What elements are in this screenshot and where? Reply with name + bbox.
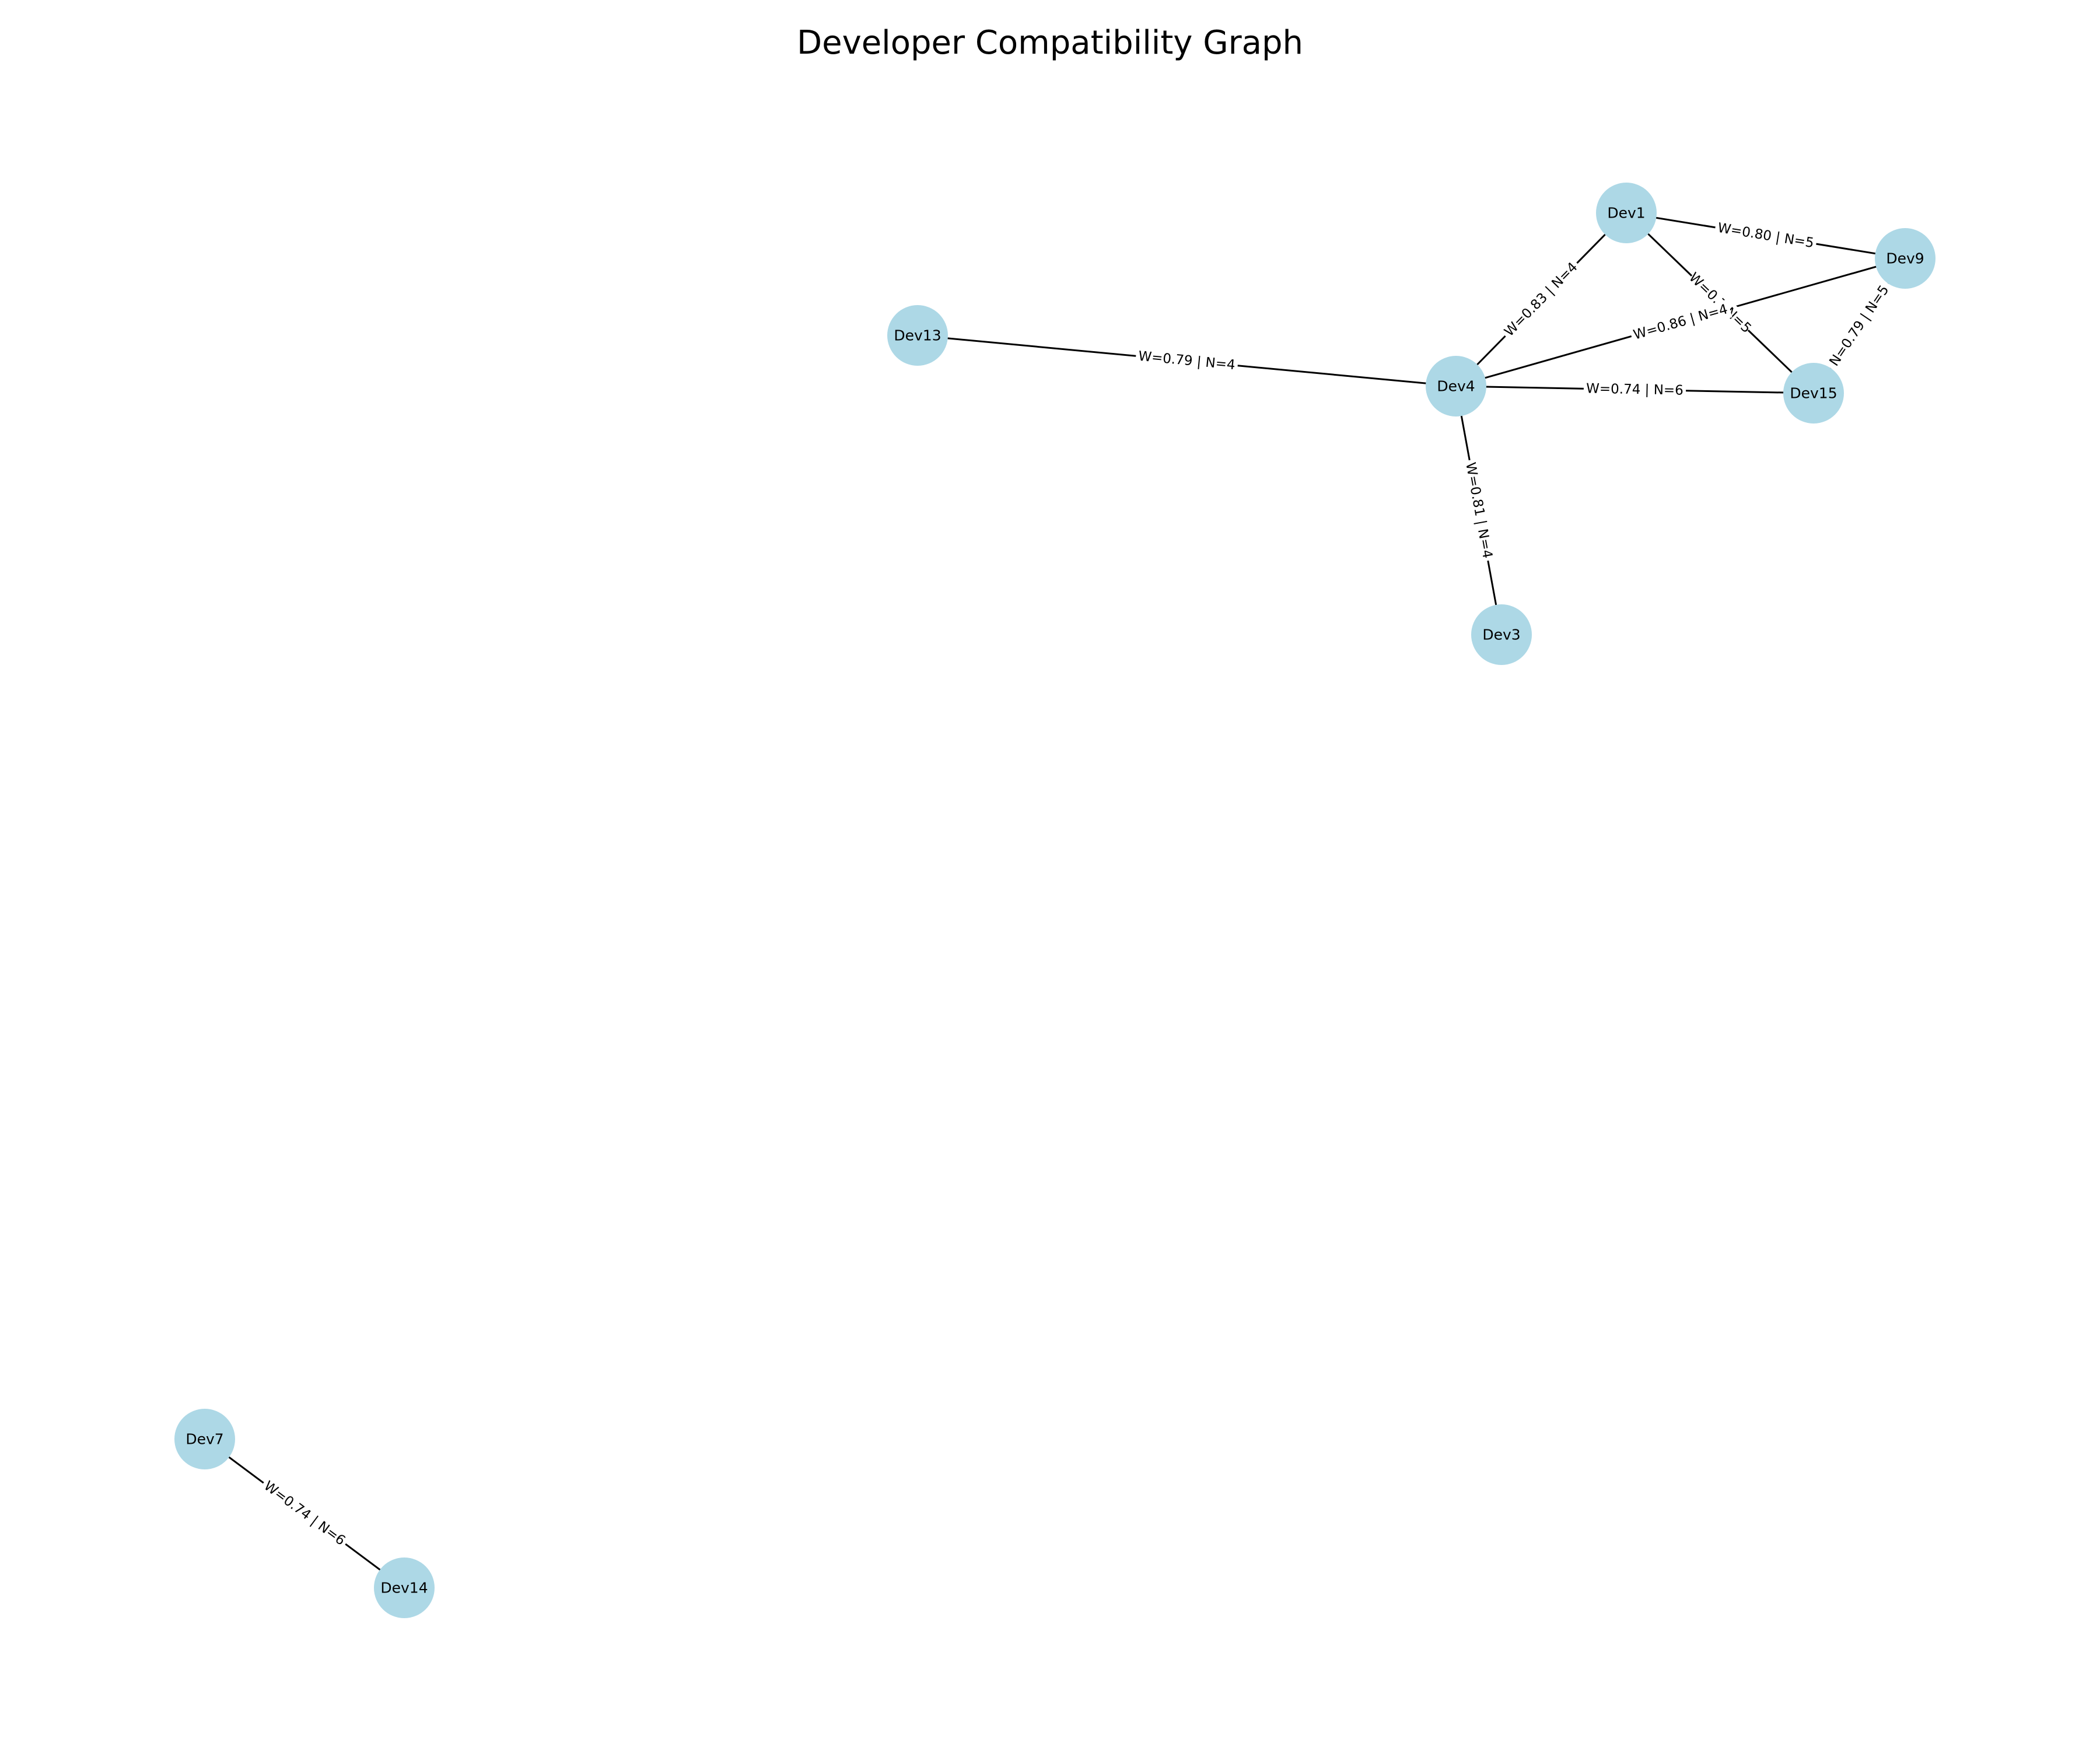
edge-label-group: W=0.74 | N=6 (258, 1475, 351, 1552)
graph-title: Developer Compatibility Graph (797, 24, 1303, 62)
node-circle (1875, 228, 1936, 289)
node-label: Dev13 (894, 327, 941, 344)
node-dev3: Dev3 (1471, 604, 1532, 665)
node-label: Dev1 (1607, 205, 1645, 222)
node-label: Dev9 (1886, 250, 1924, 267)
edge-label-background (1135, 346, 1239, 375)
node-circle (1783, 363, 1844, 424)
edge-label-group: W=0.83 | N=4 (1499, 256, 1584, 343)
edge-label-background (1460, 458, 1497, 563)
node-label: Dev4 (1437, 378, 1475, 395)
edge-label: W=0.86 | N=4 (1632, 302, 1729, 343)
node-dev1: Dev1 (1596, 183, 1657, 243)
edge-label-background (1823, 278, 1896, 373)
node-dev15: Dev15 (1783, 363, 1844, 424)
node-circle (1596, 183, 1657, 243)
edges-layer (204, 212, 1906, 1589)
node-dev14: Dev14 (374, 1558, 435, 1618)
edge-label-group: N=0.79 | N=5 (1823, 278, 1896, 373)
node-circle (374, 1558, 435, 1618)
node-dev7: Dev7 (174, 1409, 235, 1469)
edge-label-background (1499, 256, 1584, 343)
edge-label: W=0.74 | N=6 (1586, 381, 1684, 398)
edge-label-group: W=0.80 | N=5 (1713, 218, 1818, 253)
edge-label-background (1629, 299, 1732, 345)
node-label: Dev15 (1790, 385, 1837, 402)
node-circle (1426, 356, 1486, 416)
edge-label-group: W=0.74 | N=6 (1583, 379, 1686, 400)
node-dev13: Dev13 (887, 305, 948, 366)
edge-label-group: W=0.81 | N=4 (1460, 458, 1497, 563)
node-label: Dev3 (1482, 626, 1520, 643)
node-label: Dev14 (380, 1580, 428, 1597)
node-label: Dev7 (186, 1431, 223, 1448)
node-dev4: Dev4 (1426, 356, 1486, 416)
edge-label: W=0.83 | N=4 (1502, 260, 1580, 340)
edge-label: W=0.74 | N=6 (261, 1478, 348, 1548)
node-dev9: Dev9 (1875, 228, 1936, 289)
edge-label: N=0.79 | N=5 (1826, 283, 1892, 369)
node-circle (174, 1409, 235, 1469)
node-circle (887, 305, 948, 366)
node-circle (1471, 604, 1532, 665)
edge-label: W=0.80 | N=5 (1717, 220, 1815, 251)
edge-label-background (1713, 218, 1818, 253)
edge-label-group: W=0.86 | N=4 (1629, 299, 1732, 345)
edge-label-background (1583, 379, 1686, 400)
edge-label-background (258, 1475, 351, 1552)
edge-label: W=0.81 | N=4 (1462, 461, 1495, 560)
edge-label-group: W=0.79 | N=4 (1135, 346, 1239, 375)
